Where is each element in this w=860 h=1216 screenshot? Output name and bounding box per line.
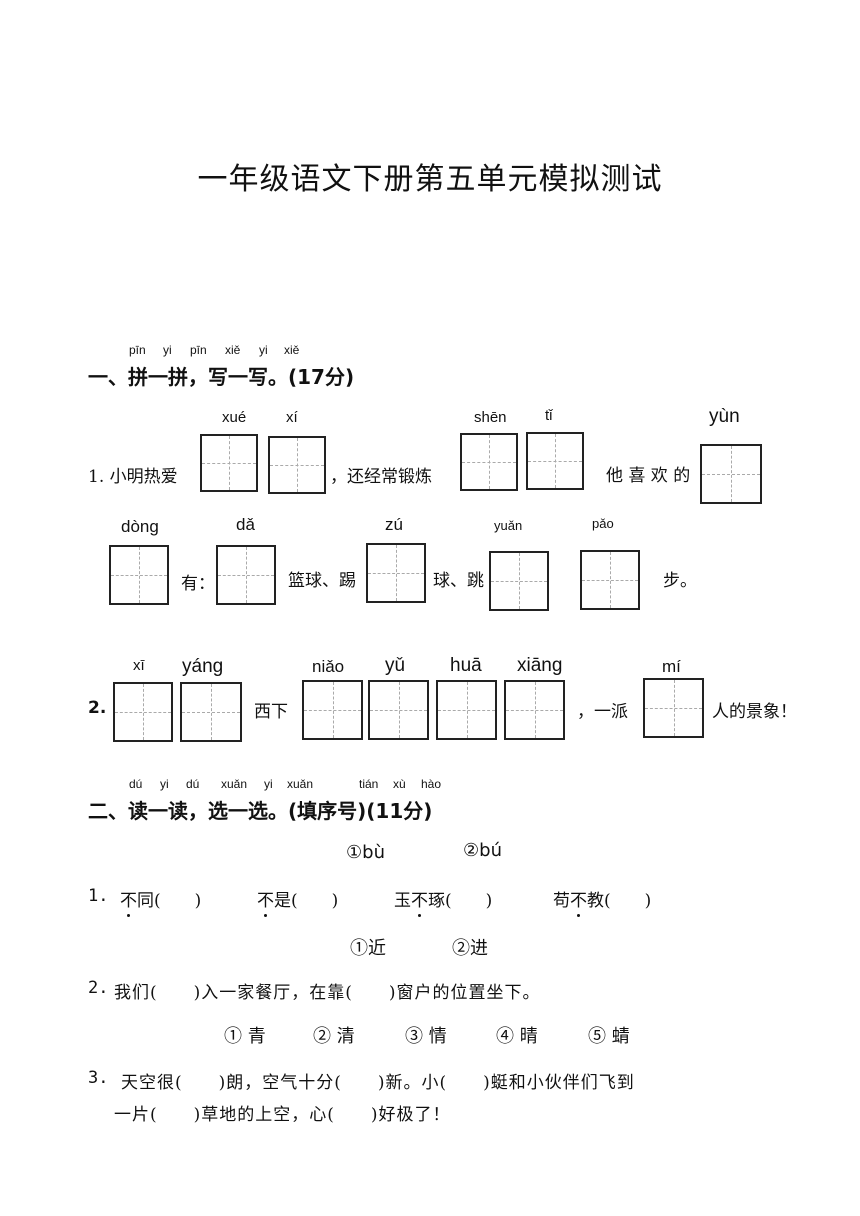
option: ④ 晴 — [496, 1026, 538, 1047]
dotted-char: 不 — [411, 886, 428, 917]
item-text[interactable]: 同( ) — [137, 891, 202, 911]
pinyin: xiě — [284, 343, 300, 357]
question-text[interactable]: 天空很( )朗，空气十分( )新。小( )蜓和小伙伴们飞到 — [121, 1073, 635, 1093]
writing-box[interactable] — [580, 550, 640, 610]
pinyin: tián — [359, 777, 379, 791]
question-text: 他 喜 欢 的 — [606, 466, 691, 486]
dotted-char: 不 — [570, 886, 587, 917]
writing-box[interactable] — [113, 682, 173, 742]
option: ① 青 — [224, 1026, 266, 1047]
question-item: 不是( ) — [257, 886, 339, 917]
option: ② 清 — [313, 1026, 355, 1047]
writing-box[interactable] — [366, 543, 426, 603]
question-text[interactable]: 我们( )入一家餐厅，在靠( )窗户的位置坐下。 — [114, 983, 541, 1003]
question-text: 1. 小明热爱 — [88, 467, 178, 487]
pinyin: yáng — [182, 656, 224, 677]
item-text[interactable]: 是( ) — [274, 891, 339, 911]
pinyin: hào — [421, 777, 442, 791]
writing-box[interactable] — [200, 434, 258, 492]
question-text: 篮球、踢 — [288, 571, 356, 591]
item-text[interactable]: 琢( ) — [428, 891, 493, 911]
pinyin: pīn — [129, 343, 146, 357]
writing-box[interactable] — [526, 432, 584, 490]
pinyin: xí — [286, 409, 298, 426]
dotted-char: 不 — [257, 886, 274, 917]
pinyin: xuǎn — [221, 777, 248, 791]
question-number: 3. — [88, 1068, 109, 1088]
question-text: 西下 — [254, 702, 288, 722]
pinyin: tǐ — [545, 407, 553, 424]
option: ②bú — [463, 840, 502, 861]
pinyin: dòng — [121, 517, 159, 536]
option: ③ 情 — [405, 1026, 447, 1047]
option: ②进 — [452, 938, 488, 959]
pinyin: mí — [662, 657, 681, 676]
question-text: ，还经常锻炼 — [330, 467, 432, 487]
question-text: 人的景象！ — [712, 702, 797, 722]
question-text: ，一派 — [577, 702, 628, 722]
option: ①bù — [346, 842, 385, 863]
item-text: 苟 — [553, 891, 570, 911]
pinyin: dú — [129, 777, 143, 791]
pinyin: niǎo — [312, 657, 345, 676]
question-text: 球、跳 — [433, 571, 484, 591]
question-item: 玉不琢( ) — [394, 886, 493, 917]
writing-box[interactable] — [504, 680, 565, 740]
pinyin: zú — [385, 515, 403, 534]
page-title: 一年级语文下册第五单元模拟测试 — [197, 162, 663, 197]
question-number: 2. — [88, 698, 107, 718]
writing-box[interactable] — [180, 682, 242, 742]
writing-box[interactable] — [302, 680, 363, 740]
pinyin: xù — [393, 777, 406, 791]
pinyin: xué — [222, 409, 247, 426]
writing-box[interactable] — [460, 433, 518, 491]
pinyin: yi — [264, 777, 273, 791]
pinyin: xī — [133, 657, 145, 674]
writing-box[interactable] — [436, 680, 497, 740]
question-text: 有： — [181, 574, 215, 594]
dotted-char: 不 — [120, 886, 137, 917]
question-text[interactable]: 一片( )草地的上空，心( )好极了！ — [114, 1105, 451, 1125]
pinyin: yǔ — [385, 655, 406, 676]
pinyin: pīn — [190, 343, 207, 357]
item-text[interactable]: 教( ) — [587, 891, 652, 911]
pinyin: yi — [163, 343, 172, 357]
item-text: 玉 — [394, 891, 411, 911]
pinyin: yi — [160, 777, 169, 791]
writing-box[interactable] — [268, 436, 326, 494]
question-number: 1. — [88, 886, 109, 906]
writing-box[interactable] — [109, 545, 169, 605]
writing-box[interactable] — [489, 551, 549, 611]
question-text: 步。 — [663, 571, 697, 591]
section2-heading: 二、读一读，选一选。(填序号)(11分) — [88, 799, 433, 823]
section1-heading: 一、拼一拼，写一写。(17分) — [88, 365, 355, 389]
pinyin: xiě — [225, 343, 241, 357]
option: ①近 — [350, 938, 386, 959]
question-item: 苟不教( ) — [553, 886, 652, 917]
pinyin: yùn — [709, 406, 740, 427]
question-number: 2. — [88, 978, 109, 998]
pinyin: huā — [450, 655, 482, 676]
pinyin: pǎo — [592, 516, 614, 531]
pinyin: yuǎn — [494, 518, 523, 533]
pinyin: yi — [259, 343, 268, 357]
writing-box[interactable] — [643, 678, 704, 738]
writing-box[interactable] — [368, 680, 429, 740]
option: ⑤ 蜻 — [588, 1026, 630, 1047]
pinyin: dǎ — [236, 515, 255, 534]
writing-box[interactable] — [216, 545, 276, 605]
question-item: 不同( ) — [120, 886, 202, 917]
pinyin: dú — [186, 777, 200, 791]
pinyin: xiāng — [517, 655, 563, 676]
pinyin: shēn — [474, 409, 507, 426]
writing-box[interactable] — [700, 444, 762, 504]
pinyin: xuǎn — [287, 777, 314, 791]
